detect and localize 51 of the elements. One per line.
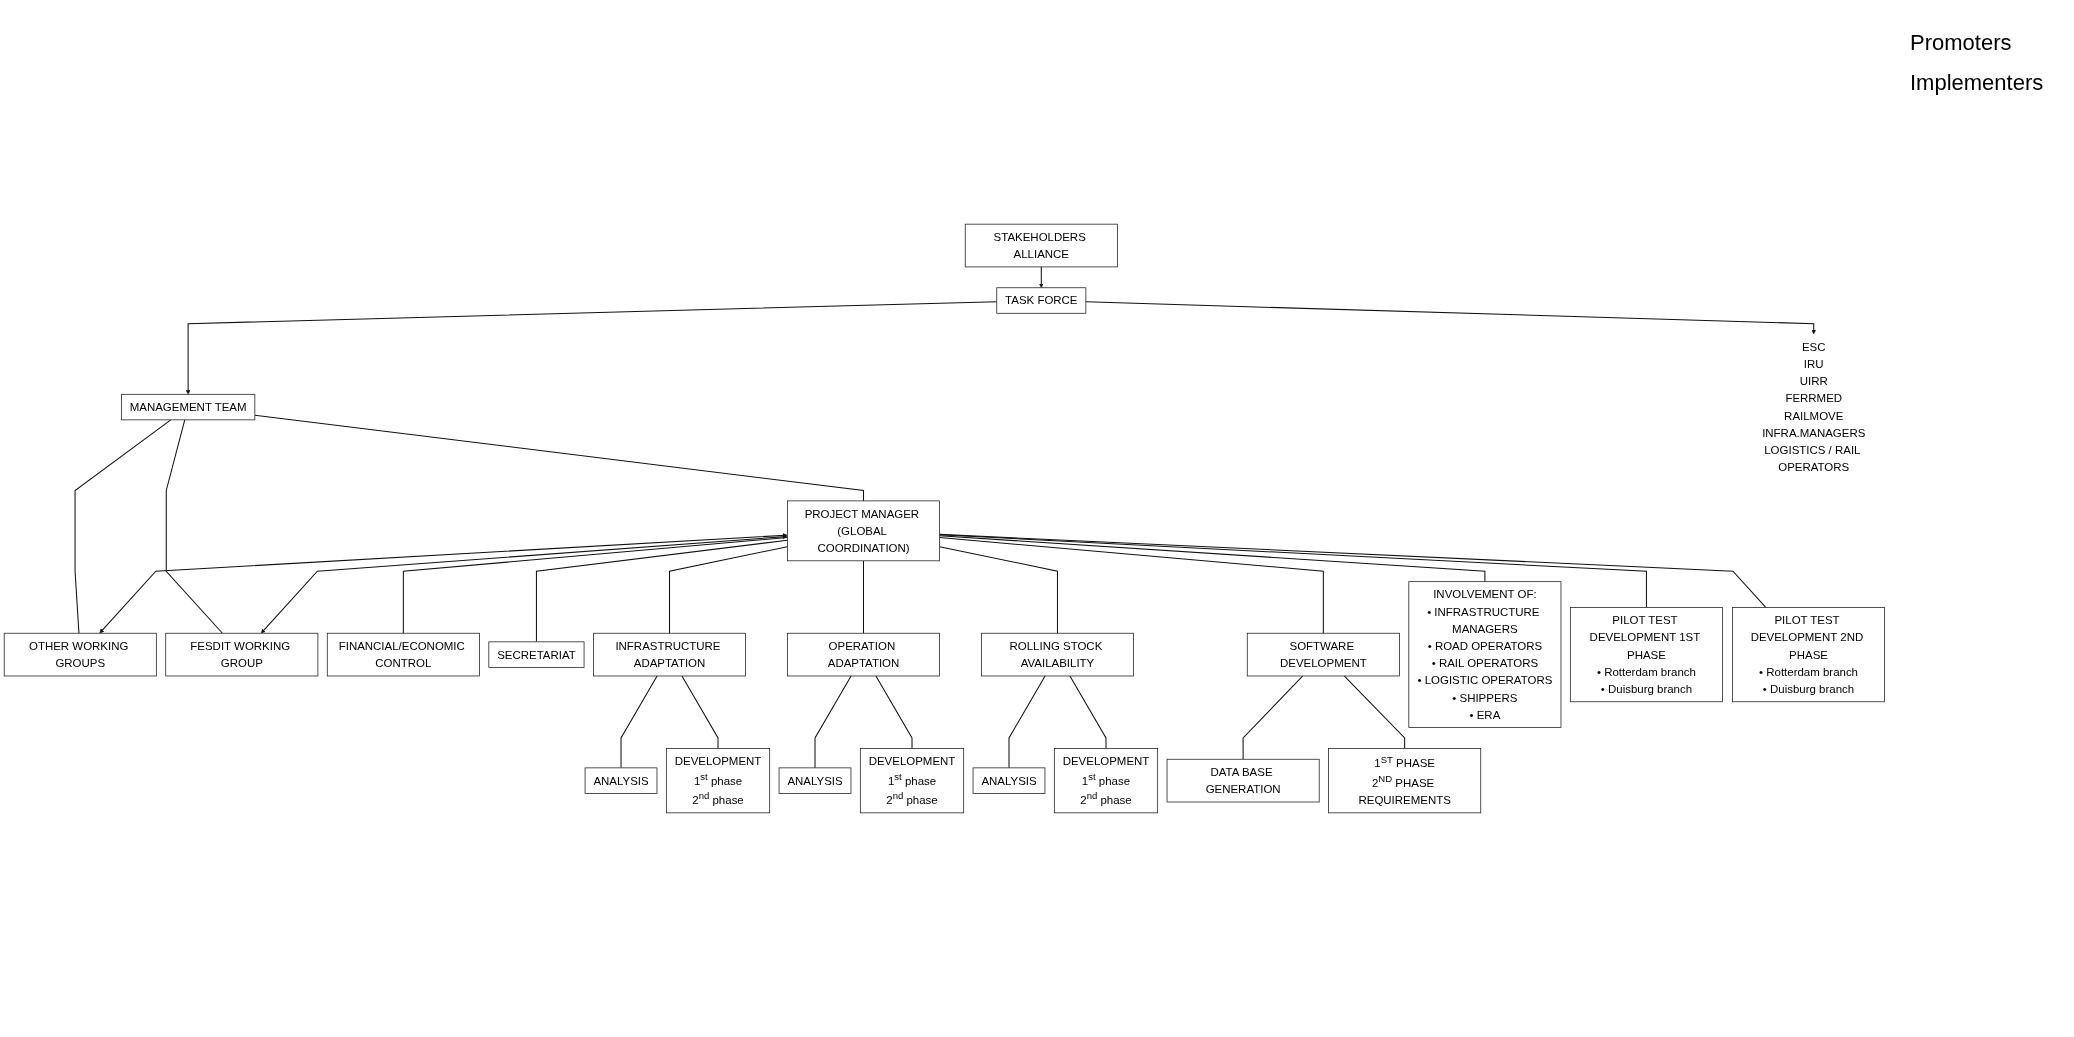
bracket-label: Implementers (1910, 70, 2045, 96)
connector (939, 533, 1767, 608)
node-box: FINANCIAL/ECONOMIC CONTROL (326, 632, 480, 677)
node-box: SECRETARIAT (488, 641, 585, 668)
arrow (260, 534, 788, 634)
connector (1008, 675, 1046, 769)
connector (939, 534, 1647, 608)
node-box: SOFTWARE DEVELOPMENT (1246, 632, 1400, 677)
node-box: INFRASTRUCTURE ADAPTATION (593, 632, 746, 677)
connector (875, 675, 913, 749)
node-box: DEVELOPMENT 1$^{st}$ phase 2$^{nd}$ phase (1053, 748, 1159, 814)
connector (254, 414, 865, 502)
node-box: DEVELOPMENT 1$^{st}$ phase 2$^{nd}$ phase (665, 748, 771, 814)
connector (939, 546, 1058, 634)
node-box: ANALYSIS (972, 767, 1046, 794)
node-box: ROLLING STOCK AVAILABILITY (981, 632, 1134, 677)
connector (669, 546, 788, 634)
connector (681, 675, 719, 749)
node-box: PILOT TEST DEVELOPMENT 2ND PHASE • Rotterdam branch • Duisburg branch (1732, 607, 1885, 703)
connector (165, 419, 223, 634)
node-box: TASK FORCE (996, 287, 1087, 314)
arrow (99, 533, 788, 634)
connector (535, 539, 788, 643)
node-box: OTHER WORKING GROUPS (3, 632, 157, 677)
connector (939, 537, 1324, 634)
node-box: ANALYSIS (584, 767, 658, 794)
bracket-label: Promoters (1910, 30, 2013, 56)
node-box: MANAGEMENT TEAM (121, 393, 256, 421)
node-box: DEVELOPMENT 1$^{st}$ phase 2$^{nd}$ phase (859, 748, 965, 814)
connector (1343, 675, 1406, 749)
node-box: FESDIT WORKING GROUP (165, 632, 319, 677)
node-text: ESC IRU UIRR FERRMED RAILMOVE INFRA.MANAGERS LOGISTICS / RAIL OPERATORS (1762, 340, 1866, 474)
connector (863, 560, 865, 634)
connector (814, 675, 852, 769)
node-box: 1$^{ST}$ PHASE 2$^{ND}$ PHASE REQUIREMENTS (1328, 748, 1482, 814)
node-box: DATA BASE GENERATION (1166, 758, 1320, 803)
node-box: PILOT TEST DEVELOPMENT 1ST PHASE • Rotterdam branch • Duisburg branch (1569, 607, 1723, 703)
connector (74, 419, 172, 634)
connector (1069, 675, 1107, 749)
node-box: ANALYSIS (778, 767, 852, 794)
node-box: OPERATION ADAPTATION (787, 632, 940, 677)
node-box: INVOLVEMENT OF: • INFRASTRUCTURE MANAGERS • ROAD OPERATORS • RAIL OPERATORS • LOGISTIC OPERATORS • SHIPPERS • ERA (1408, 581, 1562, 728)
connector (620, 675, 658, 769)
arrow (1039, 266, 1044, 288)
connector (1242, 675, 1304, 760)
node-box: PROJECT MANAGER (GLOBAL COORDINATION) (787, 500, 940, 562)
arrow (1085, 301, 1816, 335)
connector (939, 535, 1486, 583)
connector (402, 537, 788, 634)
node-box: STAKEHOLDERS ALLIANCE (964, 223, 1118, 268)
arrow (185, 301, 998, 395)
